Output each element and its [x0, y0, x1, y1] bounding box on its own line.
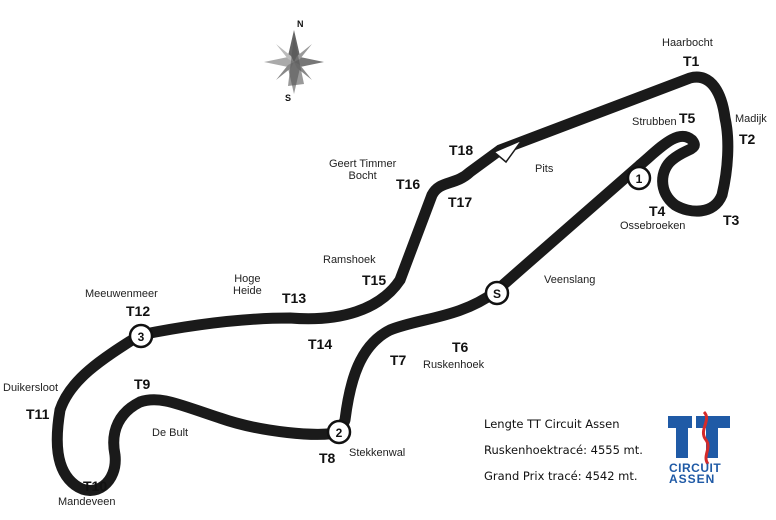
- corner-pits: Pits: [535, 163, 554, 175]
- corner-madijk: Madijk: [735, 113, 767, 125]
- corner-haarbocht: Haarbocht: [662, 37, 713, 49]
- turn-t13: T13: [282, 290, 307, 306]
- turn-t2: T2: [739, 131, 756, 147]
- marker-3: 3: [128, 323, 154, 349]
- turn-t15: T15: [362, 272, 387, 288]
- marker-start: S: [484, 280, 510, 306]
- circuit-assen-logo: [668, 410, 730, 465]
- corner-mandeveen: Mandeveen: [58, 496, 116, 508]
- info-title: Lengte TT Circuit Assen: [484, 417, 620, 431]
- compass-rose-icon: [264, 30, 324, 94]
- marker-1: 1: [626, 165, 652, 191]
- corner-ramshoek: Ramshoek: [323, 254, 376, 266]
- track-path: [51, 71, 734, 496]
- logo-line-circuit: CIRCUIT: [669, 461, 722, 475]
- compass-south-label: S: [285, 93, 292, 103]
- corner-strubben: Strubben: [632, 116, 677, 128]
- turn-t18: T18: [449, 142, 474, 158]
- corner-duikersloot: Duikersloot: [3, 382, 59, 394]
- info-grand-prix-length: Grand Prix tracé: 4542 mt.: [484, 469, 638, 483]
- marker-1-label: 1: [636, 172, 643, 186]
- logo-line-assen: ASSEN: [669, 472, 716, 486]
- marker-2: 2: [326, 419, 352, 445]
- marker-2-label: 2: [336, 426, 343, 440]
- turn-t16: T16: [396, 176, 421, 192]
- corner-veenslang: Veenslang: [544, 274, 596, 286]
- corner-geert-timmer: Geert Timmer Bocht: [329, 158, 397, 182]
- info-ruskenhoek-length: Ruskenhoektracé: 4555 mt.: [484, 443, 643, 457]
- marker-3-label: 3: [138, 330, 145, 344]
- turn-t12: T12: [126, 303, 151, 319]
- turn-t3: T3: [723, 212, 740, 228]
- turn-t17: T17: [448, 194, 473, 210]
- corner-ossebroeken: Ossebroeken: [620, 220, 686, 232]
- turn-t8: T8: [319, 450, 336, 466]
- turn-t11: T11: [26, 406, 50, 422]
- corner-stekkenwal: Stekkenwal: [349, 447, 406, 459]
- turn-t4: T4: [649, 203, 666, 219]
- pit-direction-arrow-icon: [492, 138, 525, 164]
- turn-t14: T14: [308, 336, 333, 352]
- turn-t7: T7: [390, 352, 407, 368]
- turn-t1: T1: [683, 53, 700, 69]
- corner-hoge-heide: Hoge Heide: [233, 273, 262, 297]
- marker-start-label: S: [493, 287, 501, 301]
- turn-t10: T10: [83, 478, 108, 494]
- turn-t9: T9: [134, 376, 151, 392]
- corner-meeuwenmeer: Meeuwenmeer: [85, 288, 158, 300]
- compass-north-label: N: [297, 19, 304, 29]
- turn-t6: T6: [452, 339, 469, 355]
- corner-ruskenhoek: Ruskenhoek: [423, 359, 485, 371]
- turn-t5: T5: [679, 110, 696, 126]
- corner-de-bult: De Bult: [152, 427, 189, 439]
